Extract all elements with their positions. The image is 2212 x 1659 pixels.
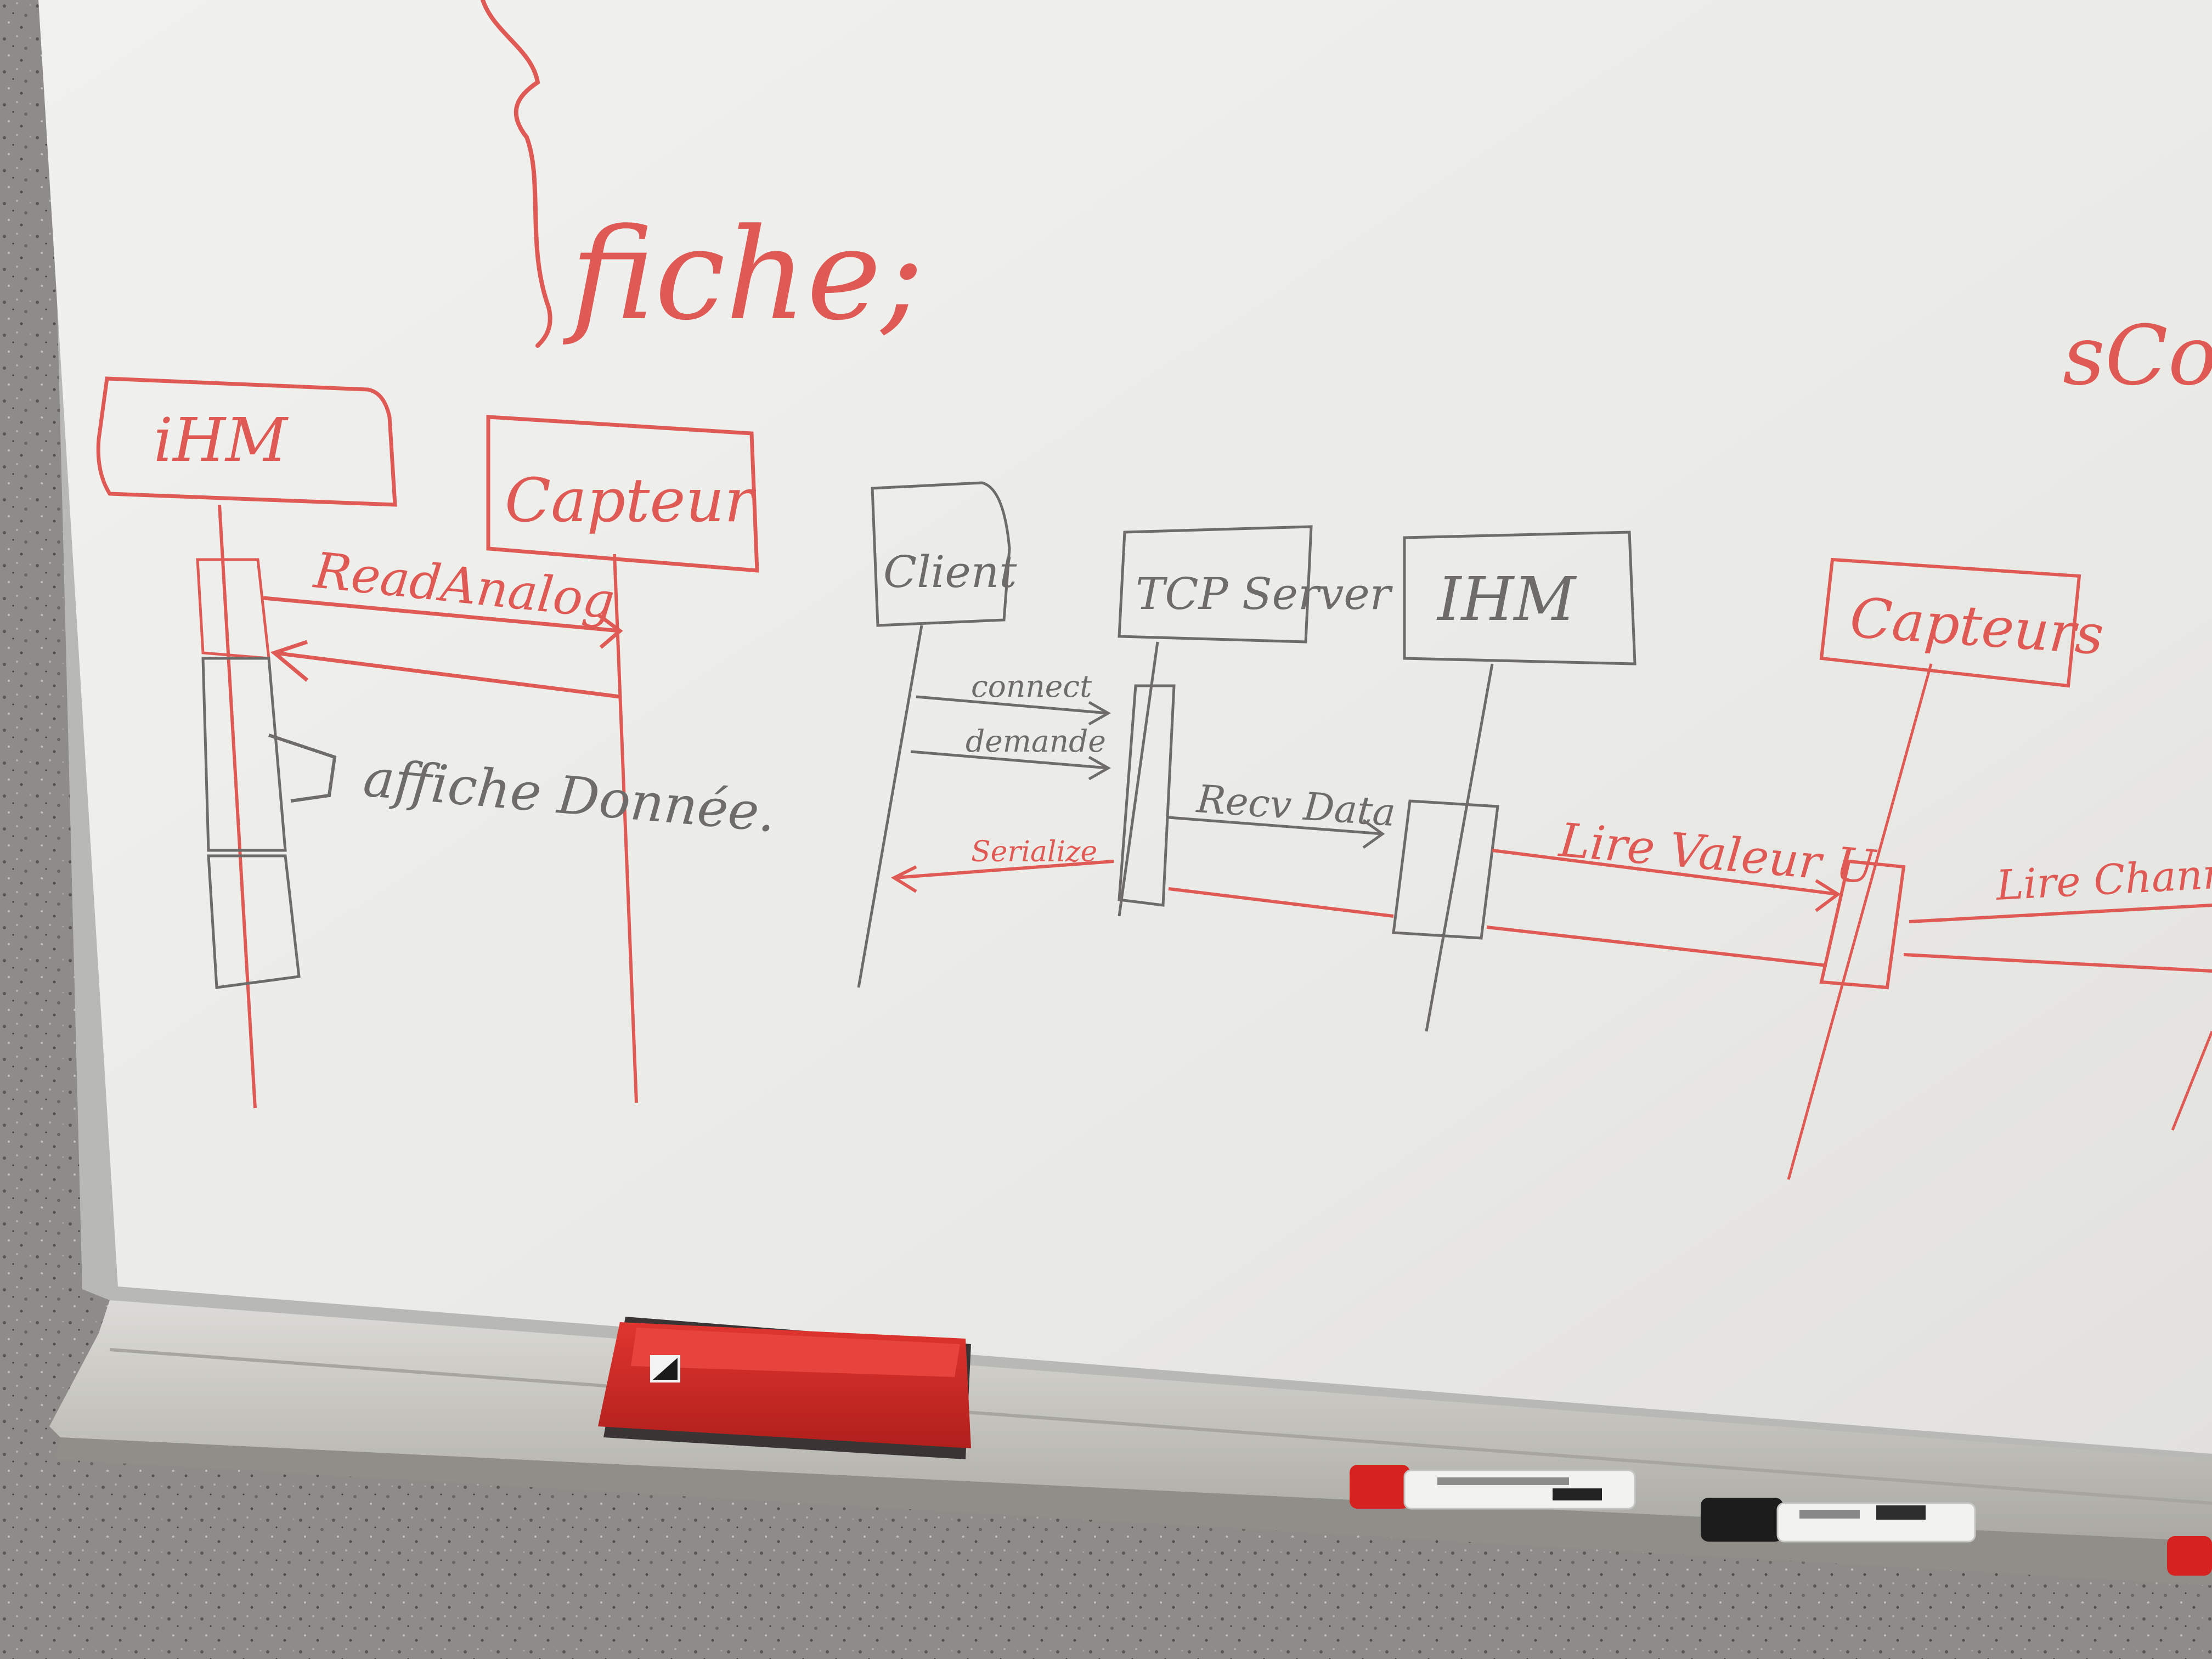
msg-demande-arrowhead xyxy=(1088,755,1111,781)
msg-serialize-label: Serialize xyxy=(971,836,1097,868)
tray-groove xyxy=(109,1348,2212,1505)
red-marker[interactable] xyxy=(1350,1465,1636,1510)
ihm-label: iHM xyxy=(154,405,289,475)
client-box xyxy=(871,481,1011,627)
red-marker-partial-cap xyxy=(2167,1536,2212,1576)
capteurs-lifeline xyxy=(1787,663,1933,1180)
red-marker-partial[interactable] xyxy=(2167,1536,2212,1576)
ihm-activation-right xyxy=(1392,799,1499,940)
tray-lip xyxy=(55,1437,2212,1585)
marker-tray xyxy=(49,1300,2212,1542)
msg-lirevaleur-line xyxy=(1492,849,1838,896)
msg-demande-label: demande xyxy=(966,724,1106,759)
capteur-label: Capteur xyxy=(505,465,757,535)
msg-serialize-line xyxy=(894,860,1114,879)
msg-return-arrowhead xyxy=(270,640,309,682)
tcpserver-box xyxy=(1118,525,1313,644)
ihm-lifeline-right xyxy=(1425,663,1494,1032)
msg-lirechannel-line xyxy=(1909,904,2212,923)
capteurs-box xyxy=(1819,557,2081,688)
msg-connect-line xyxy=(916,695,1109,715)
msg-serialize-arrowhead xyxy=(890,865,917,893)
eraser-logo-mark xyxy=(653,1358,678,1380)
msg-recvdata-arrowhead xyxy=(1362,819,1385,849)
ihm-lifeline xyxy=(218,504,257,1109)
tcpserver-lifeline xyxy=(1118,641,1159,917)
black-marker[interactable] xyxy=(1701,1498,1976,1543)
capteurs-activation xyxy=(1819,859,1906,990)
top-code xyxy=(481,0,552,348)
ihm-box xyxy=(96,376,397,507)
msg-connect-label: connect xyxy=(971,669,1092,704)
self-message-affiche xyxy=(268,733,337,803)
client-label: Client xyxy=(883,546,1017,597)
msg-return-capteurs-line xyxy=(1486,926,1827,967)
ihm-activation-grey-2 xyxy=(207,854,301,989)
curly-brace-glyph xyxy=(481,0,552,348)
corner-fragment: sConf xyxy=(2063,308,2212,404)
msg-readanalog-line xyxy=(263,596,620,633)
tcpserver-label: TCP Server xyxy=(1136,568,1393,619)
msg-recvdata-line xyxy=(1168,816,1383,836)
ihm-activation-grey xyxy=(201,657,287,852)
black-marker-brand xyxy=(1876,1505,1926,1520)
capteur-box xyxy=(486,415,759,573)
code-fiche: fiche; xyxy=(562,202,924,348)
capteur-lifeline xyxy=(613,554,638,1103)
right-sequence-diagram: Client TCP Server IHM Capteurs connect d… xyxy=(857,481,2212,1180)
black-marker-label xyxy=(1799,1510,1860,1519)
board-surface xyxy=(38,0,2212,1454)
red-marker-label xyxy=(1437,1477,1569,1485)
msg-return-ihm-line xyxy=(1168,887,1394,918)
msg-return-channel-line xyxy=(1903,953,2212,973)
red-marker-barcode xyxy=(1553,1488,1602,1500)
offscreen-lifeline xyxy=(2171,1031,2212,1131)
eraser-top xyxy=(631,1328,960,1377)
eraser[interactable] xyxy=(598,1317,971,1459)
tcpserver-activation xyxy=(1118,684,1176,907)
msg-demande-line xyxy=(910,750,1109,770)
ihm-box-right xyxy=(1403,531,1637,665)
msg-lirevaleur-arrowhead xyxy=(1815,879,1841,912)
msg-return-line xyxy=(274,651,620,699)
msg-connect-arrowhead xyxy=(1088,701,1111,726)
msg-readanalog-arrowhead xyxy=(596,613,623,649)
red-marker-cap xyxy=(1350,1465,1410,1509)
ihm-label-right: IHM xyxy=(1436,564,1577,634)
client-lifeline xyxy=(857,625,923,988)
black-marker-cap xyxy=(1701,1498,1783,1542)
